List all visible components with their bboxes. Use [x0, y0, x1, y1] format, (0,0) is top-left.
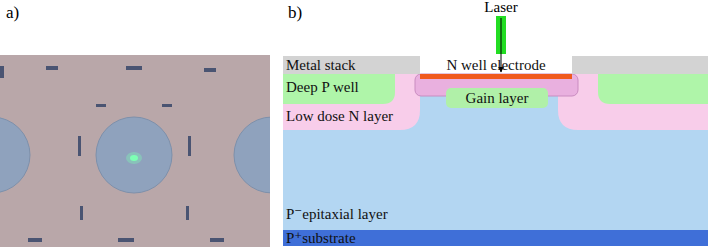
micrograph [0, 55, 270, 247]
gain-layer: Gain layer [448, 89, 546, 107]
layer-label: P⁻epitaxial layer [286, 205, 388, 223]
deep-p-well: Deep P well [286, 77, 394, 97]
panel-label: a) [6, 3, 19, 23]
cross-section [283, 16, 708, 246]
layer-label: N well electrode [446, 56, 545, 74]
panel-label: b) [288, 3, 302, 23]
low-dose-n-layer: Low dose N layer [286, 106, 414, 126]
layer-label: Deep P well [286, 78, 359, 96]
layer-label: Metal stack [286, 56, 356, 74]
layer-label: Gain layer [466, 89, 529, 107]
laser-label: Laser [484, 0, 517, 17]
layer-label: P⁺substrate [286, 229, 356, 247]
electrode-region: N well electrode [422, 56, 570, 74]
metal-stack-band: Metal stack [286, 56, 418, 74]
layer-label: Low dose N layer [286, 107, 393, 125]
substrate-band: P⁺substrate [286, 229, 586, 246]
epitaxial-layer: P⁻epitaxial layer [286, 204, 586, 224]
